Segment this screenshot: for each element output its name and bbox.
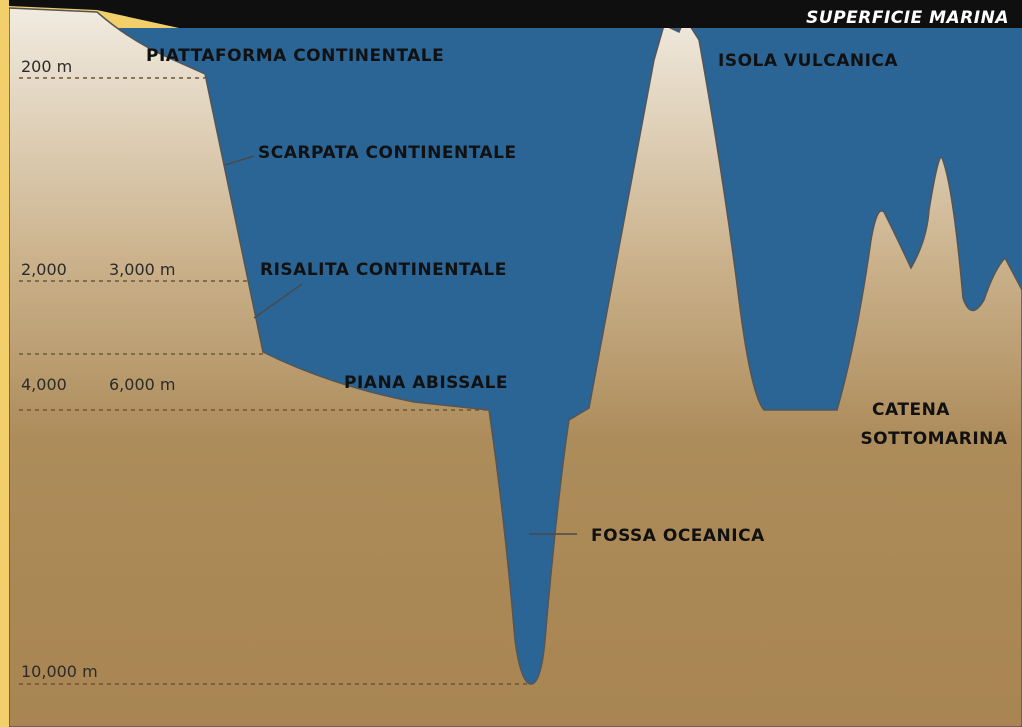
depth-label-3000: 3,000 m — [109, 260, 175, 279]
ocean-floor-diagram: SUPERFICIE MARINA 200 m 2,000 3,000 m 4,… — [9, 0, 1022, 727]
label-catena-line2: SOTTOMARINA — [860, 429, 1007, 449]
surface-label: SUPERFICIE MARINA — [806, 8, 1009, 28]
label-catena-line1: CATENA — [872, 400, 950, 420]
label-isola: ISOLA VULCANICA — [718, 51, 898, 71]
depth-label-200: 200 m — [21, 57, 72, 76]
label-piana: PIANA ABISSALE — [344, 373, 508, 393]
depth-label-6000: 6,000 m — [109, 375, 175, 394]
leader-risalita — [253, 283, 303, 319]
depth-label-2000: 2,000 — [21, 260, 67, 279]
label-risalita: RISALITA CONTINENTALE — [260, 260, 507, 280]
seabed-profile — [9, 7, 1022, 727]
leader-scarpata — [224, 155, 255, 166]
depth-label-4000: 4,000 — [21, 375, 67, 394]
label-fossa: FOSSA OCEANICA — [591, 526, 765, 546]
label-piattaforma: PIATTAFORMA CONTINENTALE — [146, 46, 444, 66]
surface-bar — [9, 0, 1022, 28]
diagram-canvas: SUPERFICIE MARINA 200 m 2,000 3,000 m 4,… — [9, 0, 1022, 727]
label-scarpata: SCARPATA CONTINENTALE — [258, 143, 517, 163]
depth-label-10000: 10,000 m — [21, 662, 98, 681]
